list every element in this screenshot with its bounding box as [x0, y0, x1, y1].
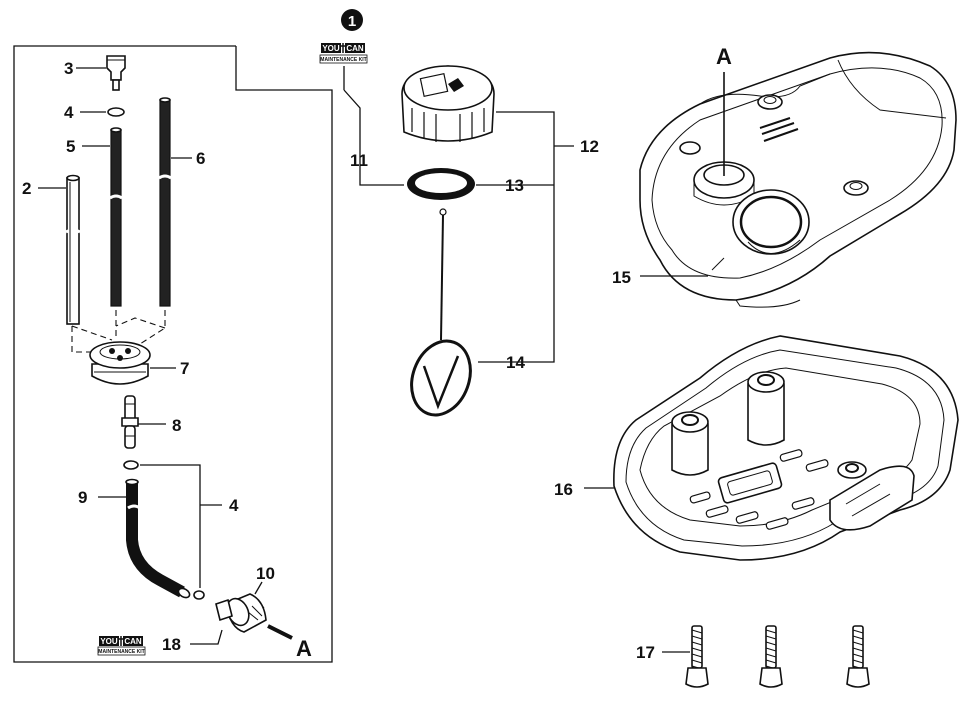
- part-13-gasket: [407, 168, 475, 200]
- svg-text:MAINTENANCE KIT: MAINTENANCE KIT: [98, 649, 144, 655]
- maintenance-kit-logo-bottom: YOU CAN MAINTENANCE KIT: [97, 636, 146, 656]
- svg-text:YOU: YOU: [322, 44, 340, 53]
- part-17-screw-2: [759, 625, 783, 688]
- part-7-grommet: [89, 341, 151, 385]
- svg-text:YOU: YOU: [100, 637, 118, 646]
- label-12: 12: [580, 137, 599, 156]
- svg-text:1: 1: [348, 13, 356, 30]
- label-10: 10: [256, 564, 275, 583]
- label-6: 6: [196, 149, 205, 168]
- part-17-screw-1: [685, 625, 709, 688]
- svg-text:CAN: CAN: [346, 44, 364, 53]
- reference-letter-a-top: A: [716, 44, 732, 69]
- callout-circle-1: 1: [341, 9, 363, 31]
- label-4-lower: 4: [229, 496, 239, 515]
- leader-10: [254, 581, 263, 595]
- part-9-fuel-hose: [125, 478, 191, 599]
- kit-connector-line: [343, 66, 404, 186]
- kit-box-outline: [13, 45, 333, 663]
- label-18: 18: [162, 635, 181, 654]
- label-4-top: 4: [64, 103, 74, 122]
- part-16-tank-bottom: [613, 335, 959, 561]
- part-12-fuel-cap: [401, 65, 495, 142]
- part-6-tube: [158, 97, 172, 307]
- label-9: 9: [78, 488, 87, 507]
- maintenance-kit-logo-top: YOU CAN MAINTENANCE KIT: [319, 43, 368, 64]
- label-2: 2: [22, 179, 31, 198]
- part-8-barb-fitting: [121, 395, 139, 449]
- part-4-oring-lower: [123, 460, 139, 470]
- reference-arrow-a-bottom: [267, 624, 293, 640]
- part-17-screw-3: [846, 625, 870, 688]
- label-15: 15: [612, 268, 631, 287]
- part-3-fitting: [106, 55, 126, 91]
- svg-text:CAN: CAN: [124, 637, 142, 646]
- label-7: 7: [180, 359, 189, 378]
- label-17: 17: [636, 643, 655, 662]
- part-5-tube: [109, 127, 123, 307]
- label-11: 11: [350, 151, 368, 170]
- part-2-tube: [65, 174, 81, 325]
- part-4-oring-top: [107, 107, 125, 117]
- part-15-tank-top: [639, 51, 957, 308]
- svg-text:MAINTENANCE KIT: MAINTENANCE KIT: [320, 57, 366, 63]
- reference-letter-a-bottom: A: [296, 636, 312, 661]
- label-14: 14: [506, 353, 525, 372]
- part-10-fuel-filter: [215, 593, 267, 633]
- label-3: 3: [64, 59, 73, 78]
- assembly-guide-dashes: [71, 310, 166, 353]
- label-8: 8: [172, 416, 181, 435]
- label-13: 13: [505, 176, 524, 195]
- label-5: 5: [66, 137, 75, 156]
- label-16: 16: [554, 480, 573, 499]
- part-4-oring-filter: [193, 590, 205, 600]
- part-14-tether: [410, 208, 472, 417]
